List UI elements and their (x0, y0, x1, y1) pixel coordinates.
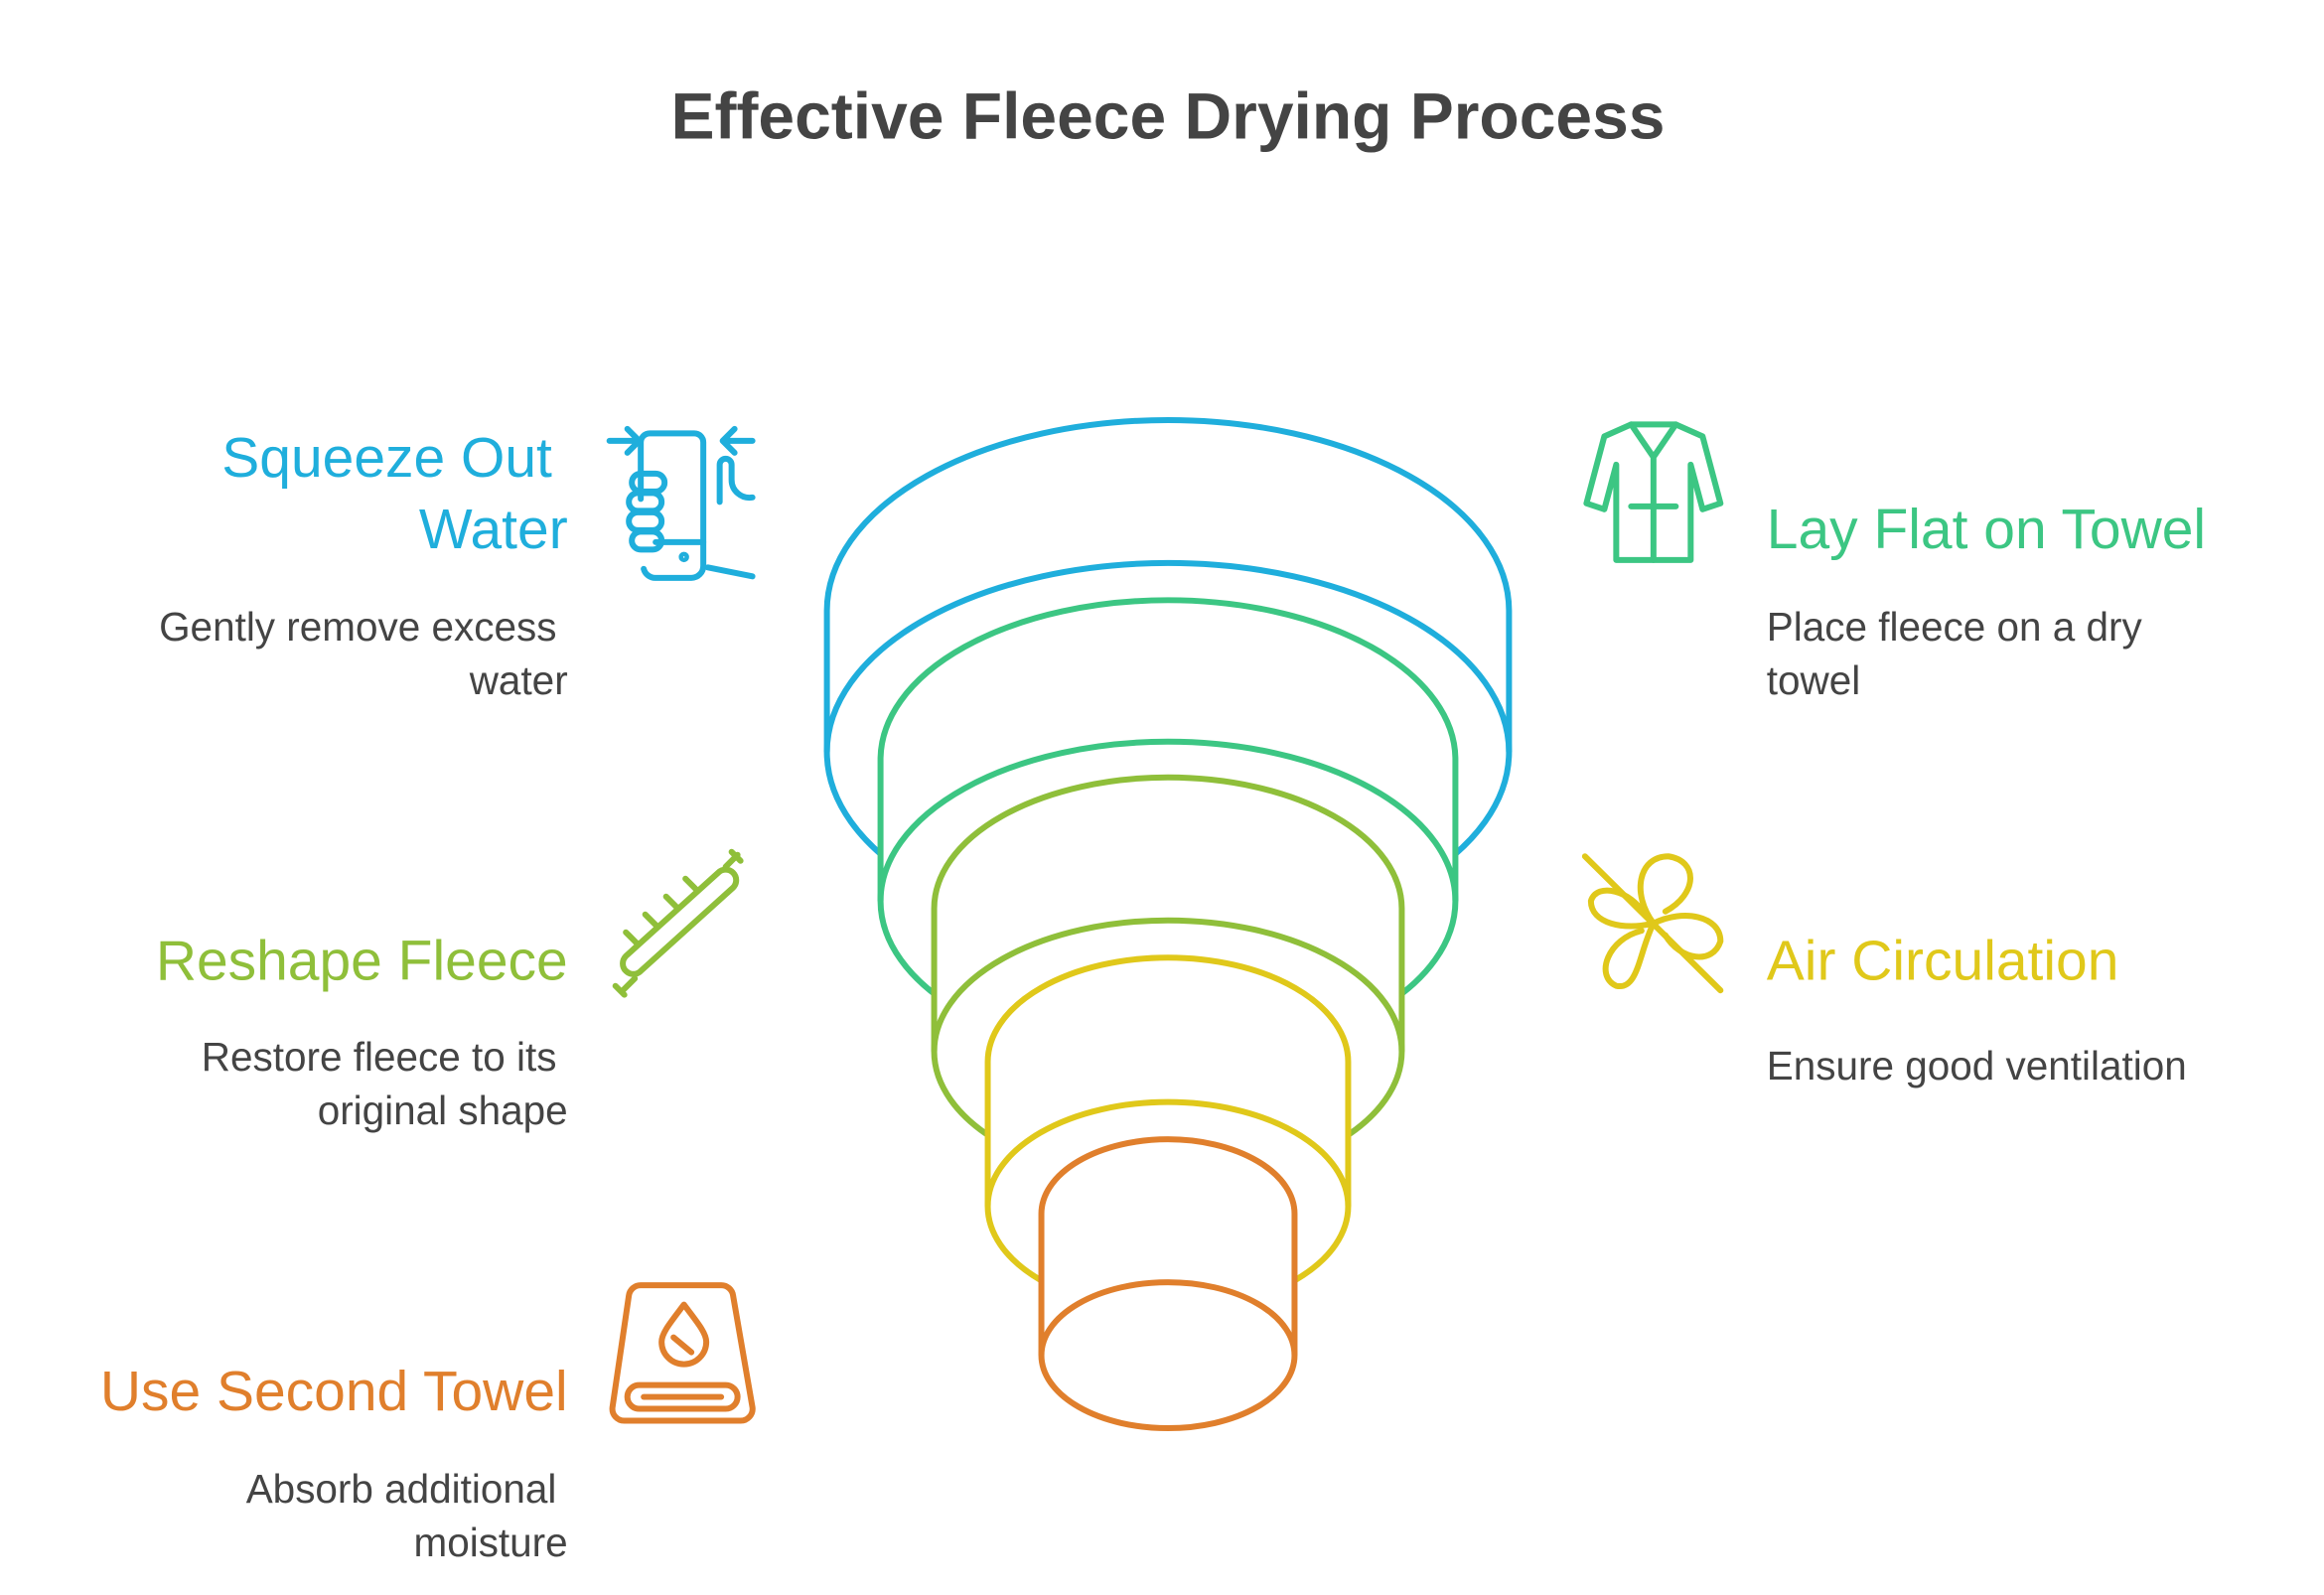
fan-off-icon (1581, 853, 1724, 994)
step-description: Ensure good ventilation (1767, 1043, 2187, 1088)
step-title: Use Second Towel (100, 1360, 568, 1423)
step-description: Absorb additional moisture (246, 1466, 568, 1565)
layer-second-towel (1038, 1136, 1298, 1432)
hand-squeeze-phone-icon (606, 425, 756, 581)
step-air-circulation: Air Circulation Ensure good ventilation (1581, 853, 2187, 1088)
page-title: Effective Fleece Drying Process (670, 78, 1665, 152)
ruler-icon (612, 848, 744, 998)
step-squeeze-out-water: Squeeze Out Water Gently remove excess w… (159, 425, 756, 703)
step-lay-flat-on-towel: Lay Flat on Towel Place fleece on a dry … (1583, 421, 2206, 703)
step-description: Gently remove excess water (159, 604, 568, 703)
step-description: Place fleece on a dry towel (1767, 604, 2153, 703)
step-title: Air Circulation (1767, 930, 2119, 993)
step-reshape-fleece: Reshape Fleece Restore fleece to its ori… (156, 848, 744, 1133)
step-title: Lay Flat on Towel (1767, 498, 2206, 561)
step-description: Restore fleece to its original shape (202, 1034, 568, 1133)
step-use-second-towel: Use Second Towel Absorb additional moist… (100, 1282, 756, 1565)
step-title: Reshape Fleece (156, 930, 568, 993)
towel-drop-icon (609, 1282, 756, 1424)
step-title: Squeeze Out Water (221, 426, 567, 561)
robe-icon (1583, 421, 1724, 563)
funnel-stack (823, 416, 1513, 1432)
